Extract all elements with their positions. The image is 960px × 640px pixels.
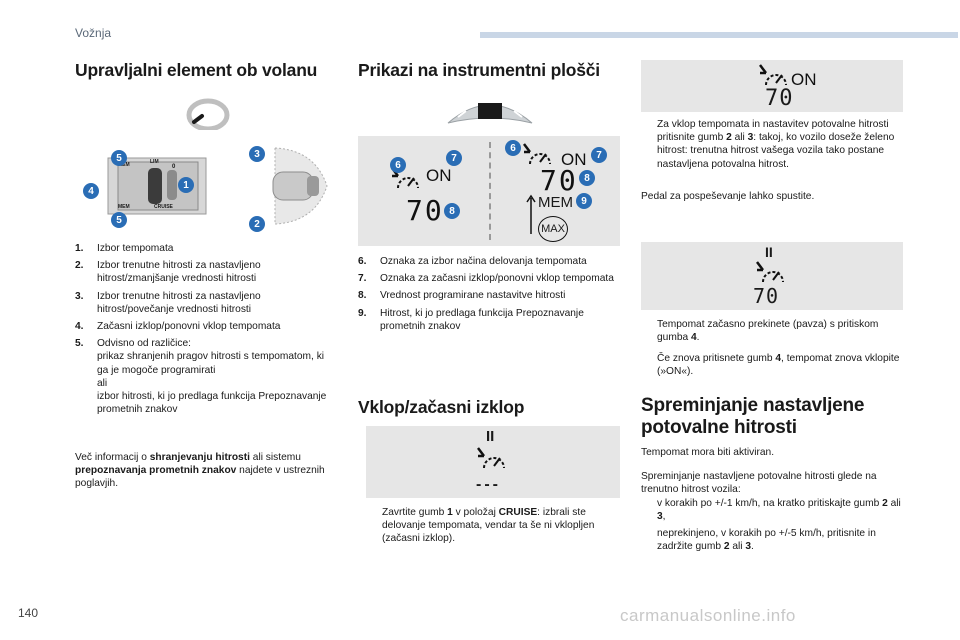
control-list: 1.Izbor tempomata 2.Izbor trenutne hitro…	[75, 242, 337, 420]
section-title-instrument-displays: Prikazi na instrumentni plošči	[358, 60, 600, 80]
section-title-change-speed: Spreminjanje nastavljene potovalne hitro…	[641, 395, 865, 438]
callout-6-left: 6	[390, 157, 406, 173]
callout-6-right: 6	[505, 140, 521, 156]
bullet-icon	[641, 497, 657, 523]
bullet-icon	[366, 506, 382, 546]
activate-bullet: Za vklop tempomata in nastavitev potoval…	[641, 118, 903, 171]
callout-7-right: 7	[591, 147, 607, 163]
cruise-label: CRUISE	[154, 204, 173, 210]
on-display-panel: ON 70	[641, 60, 903, 112]
activation-bullet: Zavrtite gumb 1 v položaj CRUISE: izbral…	[366, 506, 620, 546]
resume-bullet: Če znova pritisnete gumb 4, tempomat zno…	[641, 352, 903, 378]
instrument-cluster-icon	[447, 103, 533, 124]
speed-value: 70	[765, 86, 794, 111]
prerequisite-note: Tempomat mora biti aktiviran.	[641, 447, 775, 458]
panel-divider	[489, 142, 491, 240]
header-bar	[480, 32, 958, 38]
list-item: 7.Oznaka za začasni izklop/ponovni vklop…	[358, 273, 614, 285]
mem-top-label: MEM	[118, 162, 130, 168]
section-title-steering-control: Upravljalni element ob volanu	[75, 60, 318, 80]
callout-5-top: 5	[111, 150, 127, 166]
mem-label: MEM	[538, 194, 573, 211]
watermark: carmanualsonline.info	[620, 606, 796, 625]
bullet-icon	[641, 352, 657, 378]
bullet-icon	[641, 118, 657, 171]
callout-1: 1	[178, 177, 194, 193]
list-item: 5.Odvisno od različice: prikaz shranjeni…	[75, 338, 327, 416]
callout-4: 4	[83, 183, 99, 199]
display-list: 6.Oznaka za izbor načina delovanja tempo…	[358, 255, 620, 337]
bullet-icon	[641, 318, 657, 344]
lim-label: LIM	[150, 159, 159, 165]
list-item: 4.Začasni izklop/ponovni vklop tempomata	[75, 321, 281, 333]
pedal-note: Pedal za pospeševanje lahko spustite.	[641, 191, 815, 202]
callout-2: 2	[249, 216, 265, 232]
zero-label: 0	[172, 164, 176, 170]
speed-value: 70	[753, 284, 780, 308]
callout-5-bottom: 5	[111, 212, 127, 228]
list-item: 1.Izbor tempomata	[75, 243, 174, 254]
stalk-side-illustration	[245, 140, 335, 232]
list-item: 9.Hitrost, ki jo predlaga funkcija Prepo…	[358, 307, 584, 332]
list-item: 2.Izbor trenutne hitrosti za nastavljeno…	[75, 260, 261, 285]
list-item: 6.Oznaka za izbor načina delovanja tempo…	[358, 256, 587, 267]
on-indicator-right: ON	[561, 150, 587, 169]
list-item: 3.Izbor trenutne hitrosti za nastavljeno…	[75, 290, 261, 315]
pause-bullet: Tempomat začasno prekinete (pavza) s pri…	[641, 318, 903, 344]
paused-display-panel: II 70	[641, 242, 903, 310]
pause-display-panel: II ---	[366, 426, 620, 498]
more-info-paragraph: Več informacij o shranjevanju hitrosti a…	[75, 452, 325, 490]
steering-wheel-icon	[186, 98, 230, 130]
up-arrow-icon	[526, 194, 536, 234]
callout-8-left: 8	[444, 203, 460, 219]
change-speed-intro: Spreminjanje nastavljene potovalne hitro…	[641, 471, 877, 496]
cruise-gauge-icon	[756, 261, 784, 283]
speed-value-left: 70	[406, 194, 444, 227]
bullet-icon	[641, 527, 657, 553]
on-indicator-left: ON	[426, 166, 452, 185]
step-5kmh-bullet: neprekinjeno, v korakih po +/-5 km/h, pr…	[641, 527, 903, 553]
cruise-gauge-icon	[477, 447, 505, 469]
cruise-gauge-icon	[759, 64, 787, 86]
section-title-activation: Vklop/začasni izklop	[358, 397, 525, 417]
no-speed-dashes: ---	[476, 476, 501, 493]
pause-symbol: II	[765, 244, 773, 260]
speed-value-right: 70	[540, 164, 578, 197]
page-number: 140	[18, 606, 39, 620]
step-1kmh-bullet: v korakih po +/-1 km/h, na kratko pritis…	[641, 497, 903, 523]
mem-bottom-label: MEM	[118, 204, 130, 210]
max-sign: MAX	[538, 216, 568, 242]
instrument-display-panel: ON 70 ON 70 MEM MAX	[358, 136, 620, 246]
callout-9: 9	[576, 193, 592, 209]
on-indicator: ON	[791, 70, 817, 89]
callout-8-right: 8	[579, 170, 595, 186]
stalk-illustration: MEM LIM 0 MEM CRUISE	[78, 140, 240, 232]
section-label: Vožnja	[75, 26, 112, 40]
pause-symbol: II	[486, 428, 495, 445]
list-item: 8.Vrednost programirane nastavitve hitro…	[358, 290, 566, 302]
callout-7-left: 7	[446, 150, 462, 166]
cruise-gauge-icon	[523, 143, 551, 165]
callout-3: 3	[249, 146, 265, 162]
